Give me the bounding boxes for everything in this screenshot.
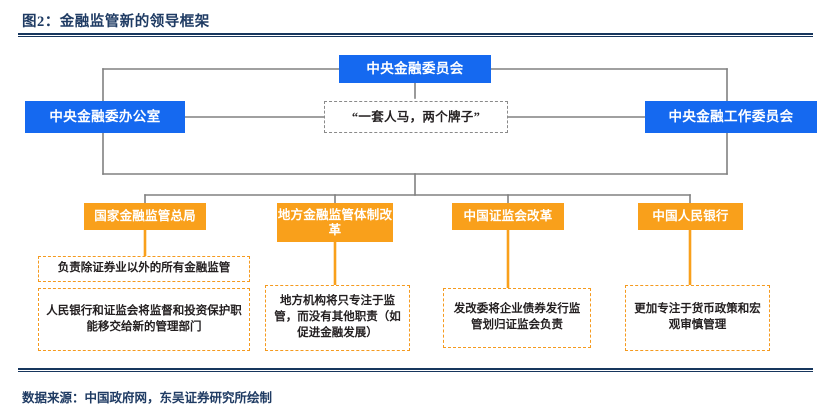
note-local-focus: 地方机构将只专注于监管，而没有其他职责（如促进金融发展） [265,285,410,351]
note-csrc-bond-issuance: 发改委将企业债券发行监管划归证监会负责 [443,288,591,348]
node-central-financial-work-committee[interactable]: 中央金融工作委员会 [645,101,817,133]
header-divider [18,33,813,37]
node-central-financial-office[interactable]: 中央金融委办公室 [25,101,185,133]
node-pboc[interactable]: 中国人民银行 [638,203,743,230]
note-pboc-monetary-policy: 更加专注于货币政策和宏观审慎管理 [625,285,770,351]
figure-source: 数据来源：中国政府网，东吴证券研究所绘制 [22,391,273,405]
footer-divider [18,368,813,372]
note-nfra-scope: 负责除证券业以外的所有金融监管 [38,256,250,282]
node-national-financial-regulatory-administration[interactable]: 国家金融监管总局 [84,203,206,230]
node-local-financial-regulation-reform[interactable]: 地方金融监管体制改革 [277,203,393,242]
node-csrc-reform[interactable]: 中国证监会改革 [452,203,564,230]
figure-title: 图2：金融监管新的领导框架 [22,14,210,30]
note-nfra-transfer: 人民银行和证监会将监督和投资保护职能移交给新的管理部门 [38,288,250,351]
node-central-financial-commission[interactable]: 中央金融委员会 [339,55,491,83]
node-one-team-two-signs: “一套人马，两个牌子” [324,101,508,133]
